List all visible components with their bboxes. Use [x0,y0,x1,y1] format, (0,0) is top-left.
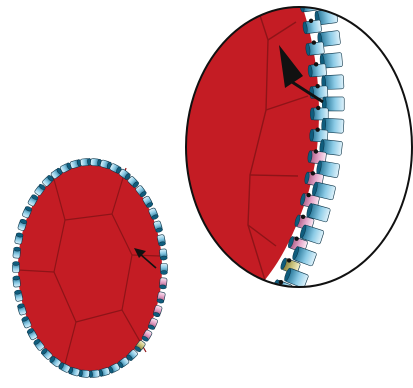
bead [161,264,168,275]
magnified-edge-view [180,0,413,320]
bead [80,158,92,166]
bead [268,302,280,320]
bead [13,262,20,273]
bead [311,0,335,4]
bead [88,370,100,378]
whole-cell-view [13,158,168,378]
bead [159,278,167,290]
bead [159,249,167,261]
bead [13,247,21,259]
bead [281,290,295,312]
bead [13,276,21,288]
